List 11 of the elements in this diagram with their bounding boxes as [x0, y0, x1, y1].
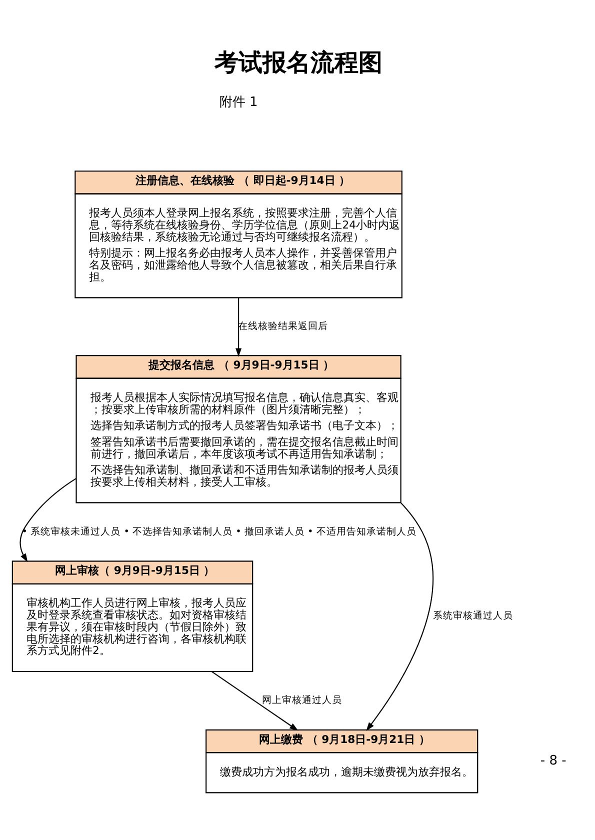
arrow	[236, 297, 242, 356]
diagram-title: 考试报名流程图	[214, 48, 383, 76]
edge-label: • 系统审核未通过人员 • 不选择告知承诺制人员 • 撤回承诺人员 • 不适用告知承诺制人员	[22, 526, 416, 537]
arrow	[366, 502, 434, 730]
label: - 8 -	[540, 753, 566, 768]
arrow	[20, 477, 76, 562]
edge-label: 网上审核通过人员	[262, 694, 342, 706]
edge-label: 系统审核通过人员	[432, 610, 513, 622]
arrow	[211, 670, 298, 730]
label: 附件 1	[219, 94, 258, 110]
edge-label: 在线核验结果返回后	[238, 320, 328, 332]
